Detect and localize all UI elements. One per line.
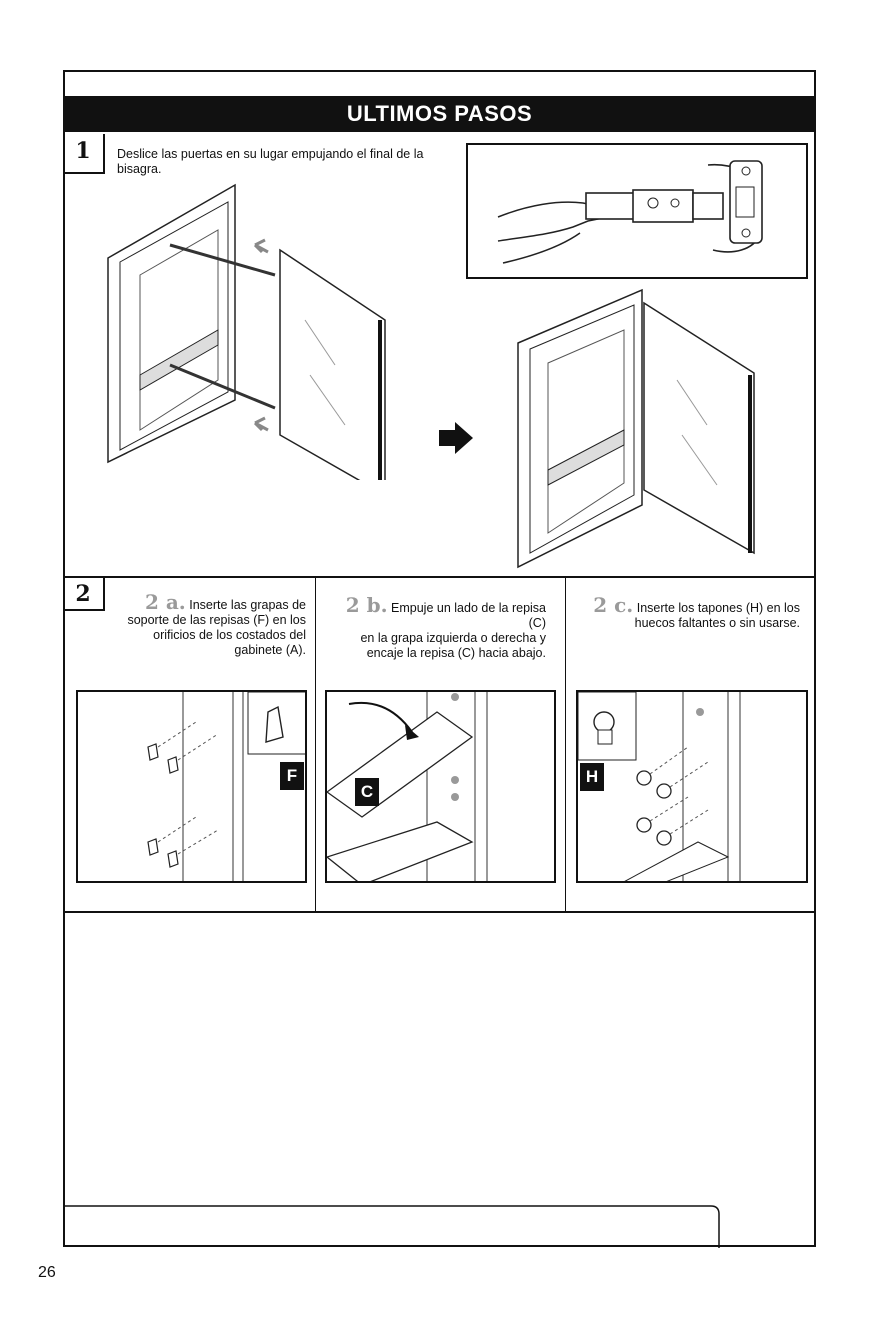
step-2c-line-1: Inserte los tapones (H) en los	[636, 601, 800, 615]
page-frame	[63, 70, 816, 1247]
section-title: ULTIMOS PASOS	[346, 101, 533, 126]
step-1-instructions: Deslice las puertas en su lugar empujand…	[117, 147, 423, 177]
step-2b-instructions: 2 b. Empuje un lado de la repisa (C) en …	[328, 595, 546, 661]
part-label-c: C	[355, 778, 379, 806]
step-1-text-line-1: Deslice las puertas en su lugar empujand…	[117, 147, 424, 161]
cabinet-door-removed-illustration	[107, 183, 386, 480]
step-2a-marker: 2 a.	[144, 590, 186, 614]
cabinet-door-installed-illustration	[517, 288, 755, 569]
column-divider-2	[565, 577, 566, 912]
step-2c-illustration	[576, 690, 808, 883]
step-2c-line-2: huecos faltantes o sin usarse.	[634, 616, 800, 630]
part-label-h: H	[580, 763, 604, 791]
step-2a-line-1: Inserte las grapas de	[189, 598, 306, 612]
footer-tab-outline	[65, 1205, 720, 1248]
step-2a-illustration	[76, 690, 307, 883]
step-2b-marker: 2 b.	[345, 593, 388, 617]
hinge-detail-illustration	[466, 143, 808, 279]
column-divider-1	[315, 577, 316, 912]
step-2a-line-4: gabinete (A).	[234, 643, 306, 657]
page-number: 26	[38, 1264, 56, 1281]
step-2a-line-2: soporte de las repisas (F) en los	[127, 613, 306, 627]
step-1-text-line-2: bisagra.	[117, 162, 162, 176]
arrow-right-icon	[439, 422, 473, 454]
part-label-f: F	[280, 762, 304, 790]
step-2b-line-2: en la grapa izquierda o derecha y	[360, 631, 546, 645]
step-2a-instructions: 2 a. Inserte las grapas de soporte de la…	[112, 592, 306, 658]
step-2b-line-1: Empuje un lado de la repisa (C)	[391, 601, 546, 630]
step-2c-marker: 2 c.	[593, 593, 634, 617]
step-2a-line-3: orificios de los costados del	[153, 628, 306, 642]
step-2c-instructions: 2 c. Inserte los tapones (H) en los huec…	[578, 595, 800, 631]
step-2b-line-3: encaje la repisa (C) hacia abajo.	[366, 646, 546, 660]
section-title-bar: ULTIMOS PASOS	[63, 96, 816, 132]
section-divider-bottom	[63, 911, 816, 913]
section-divider	[63, 576, 816, 578]
step-2-number: 2	[63, 577, 105, 611]
step-1-number: 1	[63, 134, 105, 174]
